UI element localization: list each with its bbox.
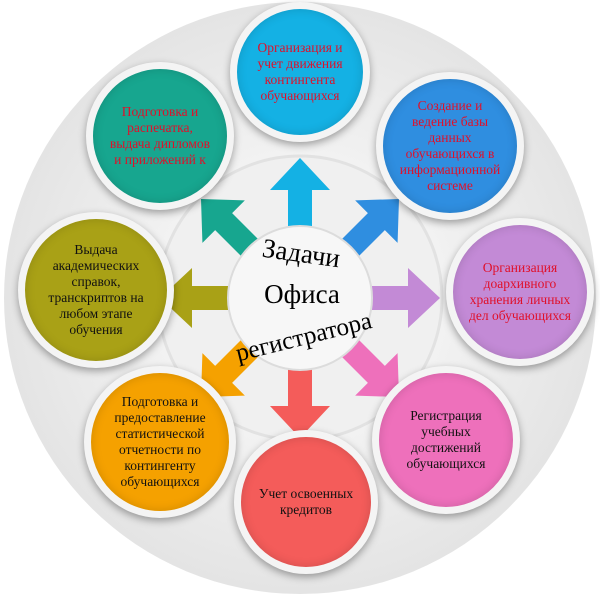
- arrow-bottom-left: [201, 339, 259, 397]
- task-label: Учет освоенных кредитов: [258, 486, 354, 517]
- task-node-right: Организация доархивного хранения личных …: [446, 218, 594, 366]
- arrow-right: [370, 268, 440, 328]
- arrow-bottom: [270, 368, 330, 438]
- arrow-bottom-right: [341, 339, 399, 397]
- task-label: Создание и ведение базы данных обучающих…: [399, 98, 501, 193]
- task-node-bottom: Учет освоенных кредитов: [234, 430, 378, 574]
- task-node-top-right: Создание и ведение базы данных обучающих…: [376, 72, 524, 220]
- task-node-left: Выдача академических справок, транскрипт…: [18, 212, 174, 368]
- center-title-line2: Офиса: [264, 279, 340, 309]
- task-node-top: Организация и учет движения контингента …: [230, 2, 370, 142]
- task-node-bottom-right: Регистрация учебных достижений обучающих…: [372, 366, 520, 514]
- task-label: Организация и учет движения контингента …: [257, 40, 343, 103]
- arrow-top: [270, 158, 330, 228]
- center-hub: [227, 225, 373, 371]
- task-label: Регистрация учебных достижений обучающих…: [406, 408, 486, 471]
- task-node-bottom-left: Подготовка и предоставление статистическ…: [84, 366, 236, 518]
- arrow-top-left: [201, 199, 259, 257]
- task-label: Организация доархивного хранения личных …: [469, 260, 571, 323]
- task-node-top-left: Подготовка и распечатка, выдача дипломов…: [86, 62, 234, 210]
- arrow-left: [160, 268, 230, 328]
- task-label: Подготовка и предоставление статистическ…: [114, 394, 206, 489]
- task-label: Выдача академических справок, транскрипт…: [48, 242, 144, 337]
- task-label: Подготовка и распечатка, выдача дипломов…: [109, 104, 211, 167]
- arrow-top-right: [341, 199, 399, 257]
